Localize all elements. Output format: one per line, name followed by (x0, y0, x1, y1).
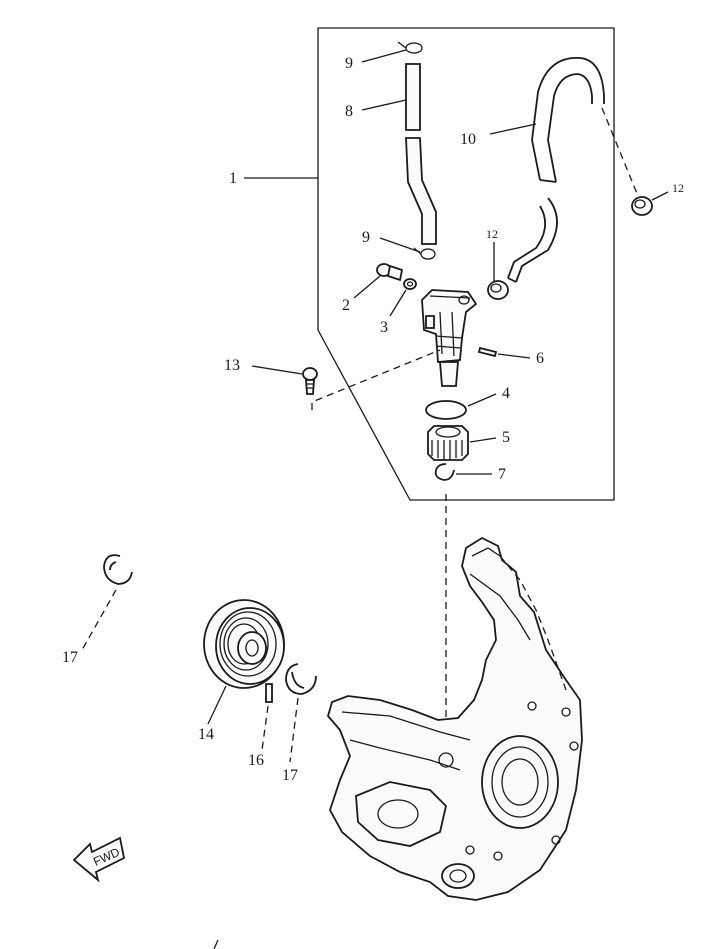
callout-16: 16 (248, 752, 264, 769)
part-17-clip-upper (103, 554, 133, 585)
part-12-cap-middle (487, 280, 509, 300)
leader-13 (251, 365, 303, 375)
callout-1: 1 (229, 170, 237, 187)
callout-12-middle: 12 (486, 227, 498, 241)
part-9-clip-upper (397, 41, 423, 54)
callout-6: 6 (536, 350, 544, 367)
leader-17a (81, 589, 117, 651)
part-16-pin (265, 683, 273, 703)
leader-17b (289, 697, 299, 763)
leader-10 (489, 123, 537, 135)
part-6-pin (477, 346, 498, 358)
dash-hose-to-cap (601, 107, 639, 197)
callout-5: 5 (502, 429, 510, 446)
part-8-hose (405, 63, 437, 245)
leader-2 (353, 275, 381, 299)
part-14-pulley (203, 599, 285, 689)
callout-13: 13 (224, 357, 240, 374)
part-9-clip-lower (413, 247, 436, 260)
leader-4 (467, 393, 497, 407)
callout-3: 3 (380, 319, 388, 336)
scan-mark (213, 939, 219, 949)
leader-6 (497, 353, 531, 359)
callout-9-lower: 9 (362, 229, 370, 246)
part-13-screw (302, 367, 318, 395)
dash-screw-to-body (311, 349, 441, 410)
leader-12a (651, 191, 669, 201)
leader-16 (261, 705, 269, 751)
fwd-arrow-icon (72, 836, 126, 883)
callout-17-upper: 17 (62, 649, 78, 666)
leader-5 (469, 437, 497, 443)
callout-17-lower: 17 (282, 767, 298, 784)
leader-8 (361, 99, 407, 111)
callout-7: 7 (498, 466, 506, 483)
part-12-cap-right (631, 196, 653, 216)
leader-14 (207, 685, 227, 725)
callout-4: 4 (502, 385, 510, 402)
part-17-clip-lower (285, 663, 317, 695)
leader-9b (379, 237, 421, 253)
leader-9a (361, 49, 407, 63)
part-2-bolt (376, 263, 404, 282)
part-4-o-ring (425, 400, 467, 420)
callout-14: 14 (198, 726, 214, 743)
part-5-gear (427, 425, 469, 461)
part-7-circlip (434, 463, 455, 481)
kit-boundary (317, 27, 615, 501)
callout-12-right: 12 (672, 181, 684, 195)
callout-2: 2 (342, 297, 350, 314)
callout-10: 10 (460, 131, 476, 148)
part-10-hose (507, 57, 605, 283)
part-3-washer (403, 278, 417, 290)
pump-body (421, 289, 478, 387)
leader-3 (389, 289, 407, 317)
callout-8: 8 (345, 103, 353, 120)
callout-9-upper: 9 (345, 55, 353, 72)
crankcase-cover (327, 536, 583, 901)
